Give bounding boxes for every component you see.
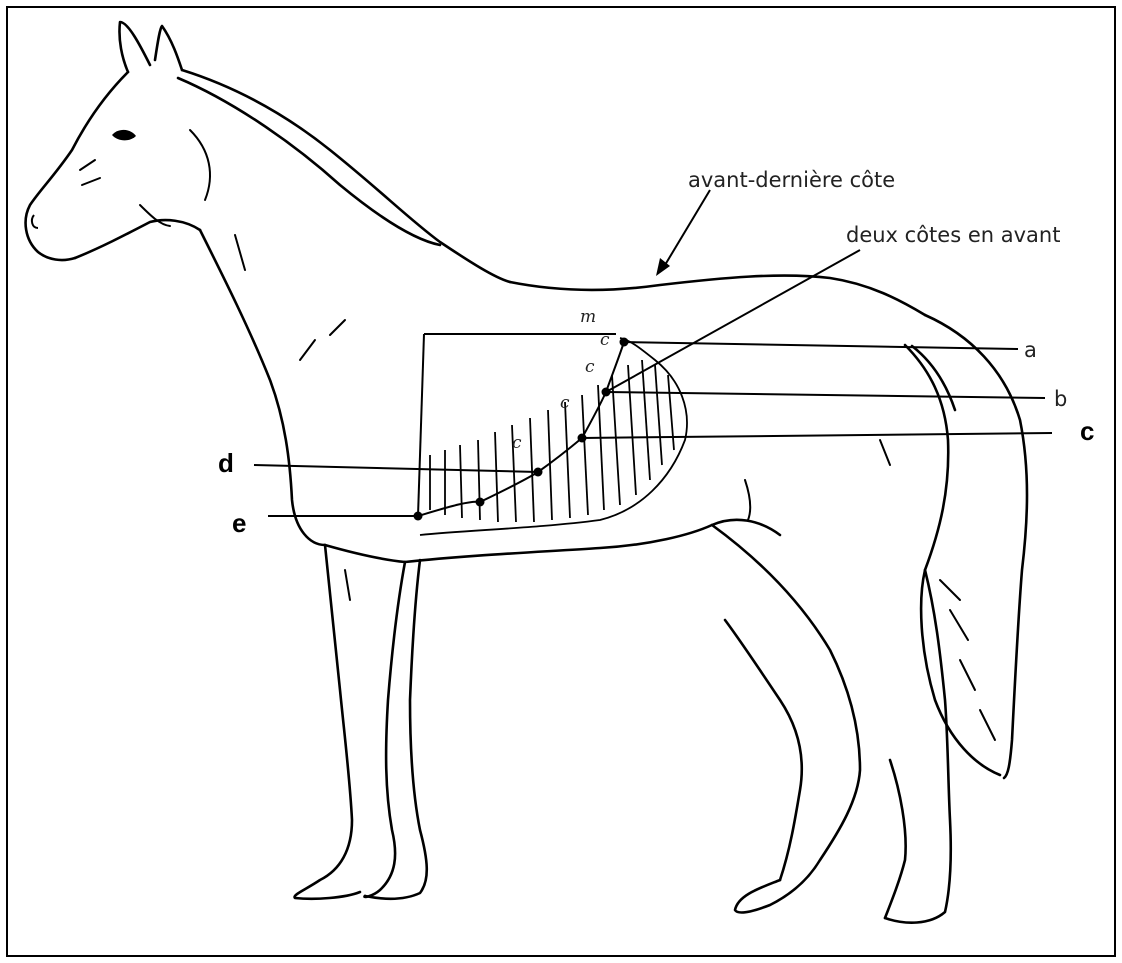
mane-line (178, 78, 440, 245)
point-e (414, 512, 423, 521)
point-b (602, 388, 611, 397)
chest (200, 230, 325, 545)
eye-icon (112, 130, 136, 141)
face-front (26, 72, 128, 260)
jaw (75, 220, 200, 258)
back-line (510, 276, 925, 315)
hind-leg-front (712, 525, 860, 912)
hind-leg-inner (725, 620, 802, 880)
neck-top (182, 70, 510, 282)
handwritten-mark: c (512, 433, 522, 453)
annotation-avant-derniere-cote: avant-dernière côte (688, 168, 895, 192)
tail-inner (905, 345, 1000, 775)
pointer-avant-derniere (662, 190, 710, 270)
label-e: e (232, 508, 246, 538)
underside-chest (325, 545, 405, 562)
front-leg-front-inner (364, 562, 405, 897)
handwritten-marks: m c c c c (512, 307, 610, 453)
handwritten-mark: c (560, 393, 570, 413)
vertical-reference (418, 334, 424, 516)
hind-hoof-front (885, 760, 906, 918)
handwritten-mark: m (580, 307, 596, 327)
label-d: d (218, 448, 234, 478)
point-a (620, 338, 629, 347)
tail-root (912, 346, 955, 410)
pointer-deux-cotes (606, 250, 860, 392)
point-c (578, 434, 587, 443)
point-d (534, 468, 543, 477)
label-b: b (1054, 387, 1067, 411)
left-ear (119, 22, 150, 72)
label-c: c (1080, 416, 1094, 446)
label-a: a (1024, 338, 1037, 362)
point-extra (476, 498, 485, 507)
hind-leg-back (885, 570, 951, 923)
annotation-deux-cotes: deux côtes en avant (846, 223, 1060, 247)
nostril-icon (32, 215, 38, 228)
tail-outer (925, 315, 1027, 778)
belly (405, 520, 780, 562)
line-c (582, 433, 1052, 438)
line-b (606, 392, 1045, 398)
handwritten-mark: c (585, 357, 595, 377)
right-ear (155, 26, 182, 70)
